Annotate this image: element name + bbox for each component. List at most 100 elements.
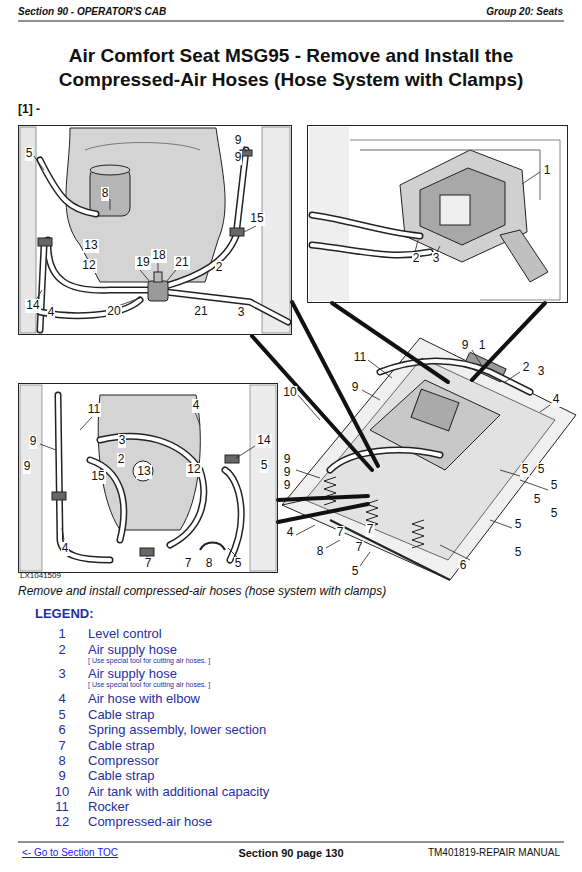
callout-number: 10 [282, 386, 297, 400]
group-header: Group 20: Seats [486, 6, 563, 18]
legend-text: Compressor [88, 754, 159, 769]
legend-text: Air supply hose [88, 643, 177, 658]
drawing-stroke [540, 150, 541, 200]
callout-number: 5 [351, 565, 360, 579]
drawing-stroke [100, 436, 204, 545]
legend-number: 9 [58, 769, 65, 784]
callout-number: 2 [117, 453, 126, 467]
legend-number: 3 [58, 667, 65, 682]
callout-number: 19 [135, 256, 150, 270]
legend-number: 1 [58, 627, 65, 642]
seat-frame-view [282, 338, 576, 580]
inset-panel: 5998151318192112214420213 [18, 125, 292, 335]
legend-text: Level control [88, 627, 162, 642]
drawing-stroke [18, 21, 564, 22]
drawing-stroke [360, 150, 540, 151]
legend-number: 12 [55, 815, 69, 830]
rule-lines [18, 21, 564, 842]
drawing-stroke [34, 156, 44, 170]
legend-number: 4 [58, 692, 65, 707]
callout-number: 4 [61, 542, 70, 556]
callout-number: 7 [366, 523, 375, 537]
drawing-stroke [230, 228, 244, 236]
drawing-stroke [252, 336, 372, 470]
drawing-stroke [522, 172, 540, 184]
drawing-stroke [58, 395, 110, 560]
drawing-stroke [324, 477, 424, 548]
drawing-stroke [368, 360, 392, 378]
drawing-stroke [40, 246, 44, 330]
callout-number: 9 [234, 151, 243, 165]
legend-number: 5 [58, 708, 65, 723]
drawing-stroke [225, 470, 241, 560]
drawing-stroke [166, 292, 288, 322]
drawing-stroke [312, 215, 420, 236]
callout-number: 2 [522, 361, 531, 375]
drawing-stroke [166, 150, 246, 286]
drawing-stroke [40, 246, 44, 330]
callout-number: 9 [23, 460, 32, 474]
drawing-stroke [472, 303, 545, 380]
drawing-stroke [312, 215, 420, 236]
drawing-stroke [62, 528, 64, 540]
drawing-stroke [305, 358, 555, 560]
drawing-stroke [440, 195, 470, 225]
drawing-stroke [225, 455, 239, 463]
level-control-inset [309, 127, 560, 301]
drawing-stroke [58, 395, 110, 560]
legend-text: Cable strap [88, 769, 154, 784]
drawing-stroke [48, 240, 150, 290]
legend-text: Air hose with elbow [88, 692, 200, 707]
callout-number: 9 [283, 466, 292, 480]
figure-caption: Remove and install compressed-air hoses … [18, 584, 386, 598]
callout-number: 14 [25, 299, 40, 313]
drawing-stroke [80, 416, 93, 430]
callout-number: 8 [101, 187, 110, 201]
callout-number: 12 [186, 463, 201, 477]
drawing-stroke [282, 338, 576, 580]
legend-heading: LEGEND: [35, 607, 94, 622]
drawing-stroke [166, 292, 288, 322]
callout-number: 12 [81, 259, 96, 273]
drawing-stroke [330, 450, 440, 470]
drawing-stroke [437, 246, 440, 252]
callout-number: 2 [412, 252, 421, 266]
page-title: Air Comfort Seat MSG95 - Remove and Inst… [22, 44, 560, 92]
drawing-stroke [420, 168, 505, 245]
legend-number: 10 [55, 785, 69, 800]
callout-number: 5 [537, 463, 546, 477]
inset-panel: 114932149151312547785 [18, 383, 278, 573]
callout-number: 3 [237, 306, 246, 320]
callout-number: 5 [514, 518, 523, 532]
legend-text: Air supply hose [88, 667, 177, 682]
callout-number: 8 [316, 545, 325, 559]
callout-number: 5 [550, 507, 559, 521]
drawing-stroke [90, 165, 130, 175]
drawing-stroke [380, 361, 530, 392]
callout-number: 9 [461, 339, 470, 353]
drawing-stroke [148, 281, 168, 301]
drawing-stroke [411, 389, 459, 431]
drawing-stroke [110, 199, 111, 210]
legend-text: Rocker [88, 800, 129, 815]
drawing-stroke [505, 372, 520, 382]
legend-text: Cable strap [88, 739, 154, 754]
drawing-stroke [52, 492, 66, 500]
callout-number: 7 [184, 557, 193, 571]
legend-number: 11 [55, 800, 69, 815]
callout-number: 3 [118, 434, 127, 448]
legend-number: 8 [58, 754, 65, 769]
callout-number: 15 [90, 470, 105, 484]
callout-number: 5 [260, 459, 269, 473]
callout-number: 7 [355, 541, 364, 555]
callout-number: 11 [87, 403, 101, 417]
drawing-stroke [154, 272, 162, 282]
callout-number: 5 [521, 463, 530, 477]
drawing-stroke [296, 525, 315, 535]
drawing-stroke [38, 238, 52, 246]
drawing-stroke [250, 385, 276, 571]
legend-number: 6 [58, 723, 65, 738]
section-header: Section 90 - OPERATOR'S CAB [18, 6, 166, 18]
callout-number: 20 [106, 305, 121, 319]
